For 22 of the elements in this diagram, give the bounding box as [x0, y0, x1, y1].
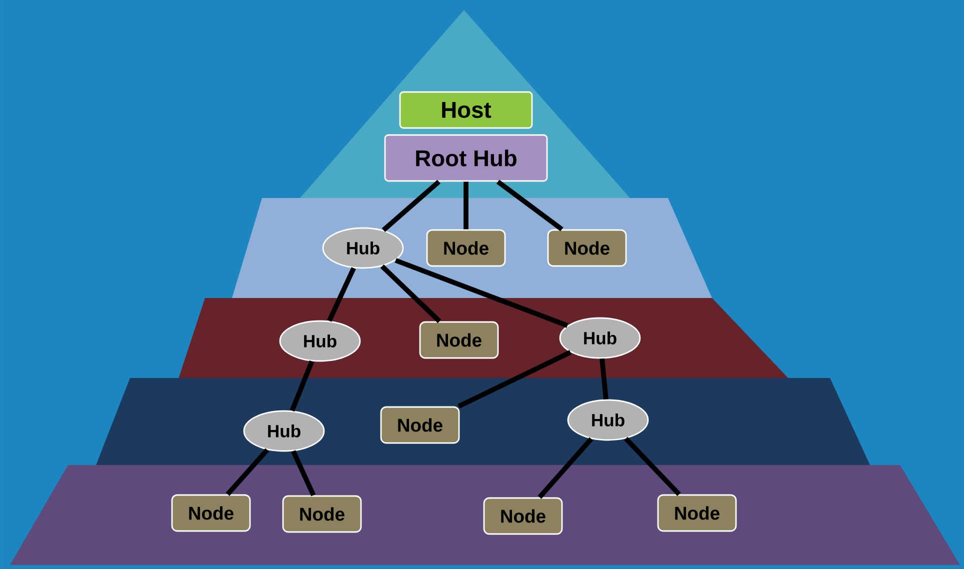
- host-box: Host: [399, 91, 533, 129]
- connector-line: [496, 180, 564, 232]
- node-box: Node: [547, 229, 627, 267]
- connector-line: [458, 350, 572, 408]
- connector-line: [327, 267, 356, 322]
- node-box: Node: [483, 497, 563, 535]
- connector-line: [538, 437, 594, 499]
- node-box: Node: [657, 494, 737, 532]
- connector-line: [600, 358, 608, 400]
- connector-line: [291, 450, 316, 496]
- connector-line: [624, 436, 681, 496]
- node-box: Node: [282, 495, 362, 533]
- connector-line: [464, 182, 468, 230]
- connector-line: [382, 180, 440, 232]
- node-box: Node: [426, 229, 506, 267]
- connector-line: [380, 264, 442, 324]
- node-box: Node: [171, 494, 251, 532]
- connector-line: [394, 258, 568, 328]
- node-box: Node: [419, 321, 499, 359]
- connector-line: [290, 360, 314, 412]
- node-box: Node: [380, 406, 460, 444]
- root-hub-box: Root Hub: [384, 134, 548, 182]
